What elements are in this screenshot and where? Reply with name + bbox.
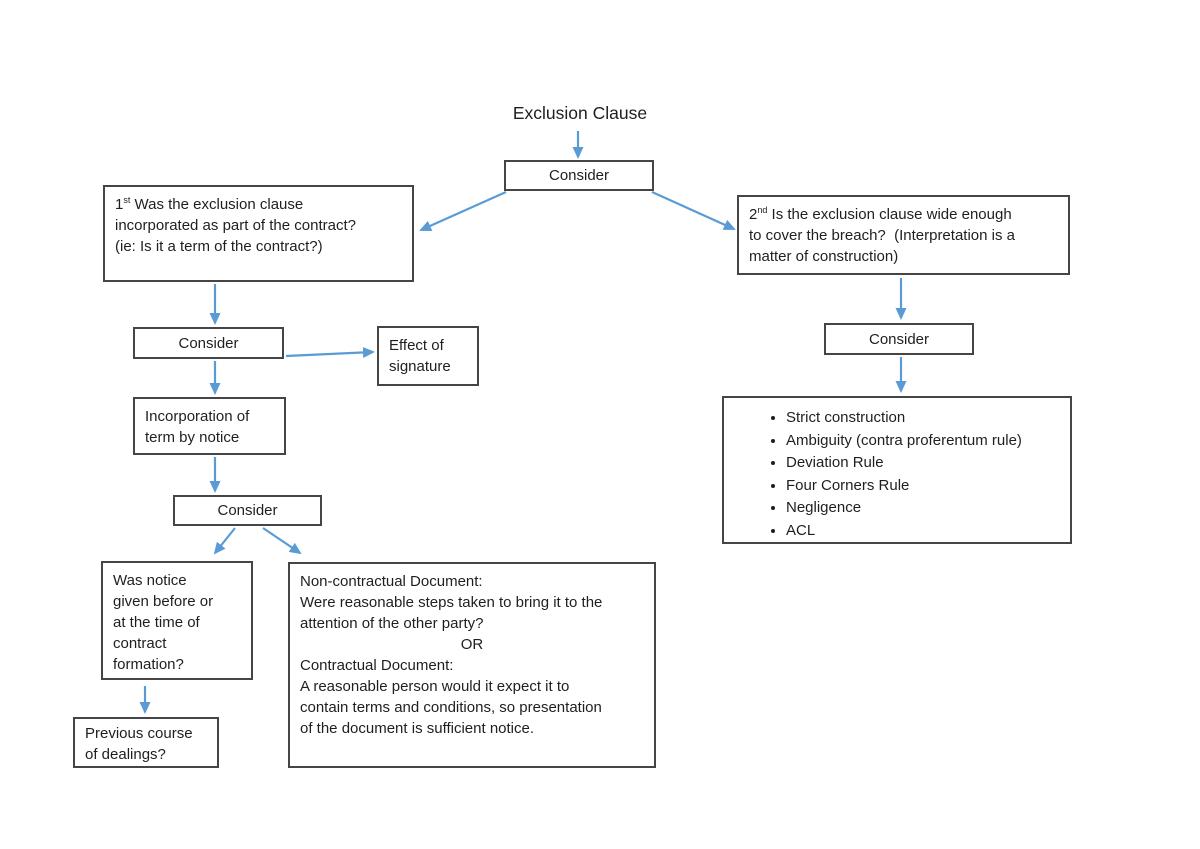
consider-mid-box: Consider: [173, 495, 322, 526]
rule-item: ACL: [786, 520, 1070, 543]
diagram-title: Exclusion Clause: [512, 103, 648, 123]
non-contractual-heading: Non-contractual Document:: [300, 573, 483, 590]
document-types-box: Non-contractual Document: Were reasonabl…: [288, 562, 656, 768]
previous-course-box: Previous course of dealings?: [73, 717, 219, 768]
incorporation-by-notice-box: Incorporation of term by notice: [133, 397, 286, 455]
question-1-ordinal-suffix: st: [123, 195, 131, 205]
arrow-consider-top-to-q2: [651, 190, 736, 231]
consider-right-box: Consider: [824, 323, 974, 355]
arrow-consider-mid-to-document-box: [262, 527, 302, 555]
rule-item: Negligence: [786, 497, 1070, 520]
question-2-number: 2: [749, 206, 758, 223]
contractual-heading: Contractual Document:: [300, 657, 454, 674]
consider-left-box: Consider: [133, 327, 284, 359]
construction-rules-list: Strict construction Ambiguity (contra pr…: [724, 407, 1070, 542]
consider-top-box: Consider: [504, 160, 654, 191]
arrow-consider-left-to-effect-signature: [285, 346, 375, 358]
question-2-ordinal-suffix: nd: [757, 205, 768, 215]
rule-item: Ambiguity (contra proferentum rule): [786, 430, 1070, 453]
question-1-box: 1st Was the exclusion clause incorporate…: [103, 185, 414, 282]
effect-of-signature-box: Effect of signature: [377, 326, 479, 386]
rule-item: Strict construction: [786, 407, 1070, 430]
question-1-text: Was the exclusion clause incorporated as…: [115, 196, 356, 255]
rule-item: Four Corners Rule: [786, 475, 1070, 498]
non-contractual-body: Were reasonable steps taken to bring it …: [300, 594, 603, 632]
arrow-consider-mid-to-was-notice: [213, 527, 236, 555]
arrow-consider-top-to-q1: [419, 190, 507, 232]
question-2-text: Is the exclusion clause wide enough to c…: [749, 206, 1015, 265]
or-label: OR: [460, 636, 484, 653]
question-2-box: 2nd Is the exclusion clause wide enough …: [737, 195, 1070, 275]
contractual-body: A reasonable person would it expect it t…: [300, 678, 602, 737]
construction-rules-box: Strict construction Ambiguity (contra pr…: [722, 396, 1072, 544]
question-1-number: 1: [115, 196, 124, 213]
was-notice-box: Was notice given before or at the time o…: [101, 561, 253, 680]
rule-item: Deviation Rule: [786, 452, 1070, 475]
